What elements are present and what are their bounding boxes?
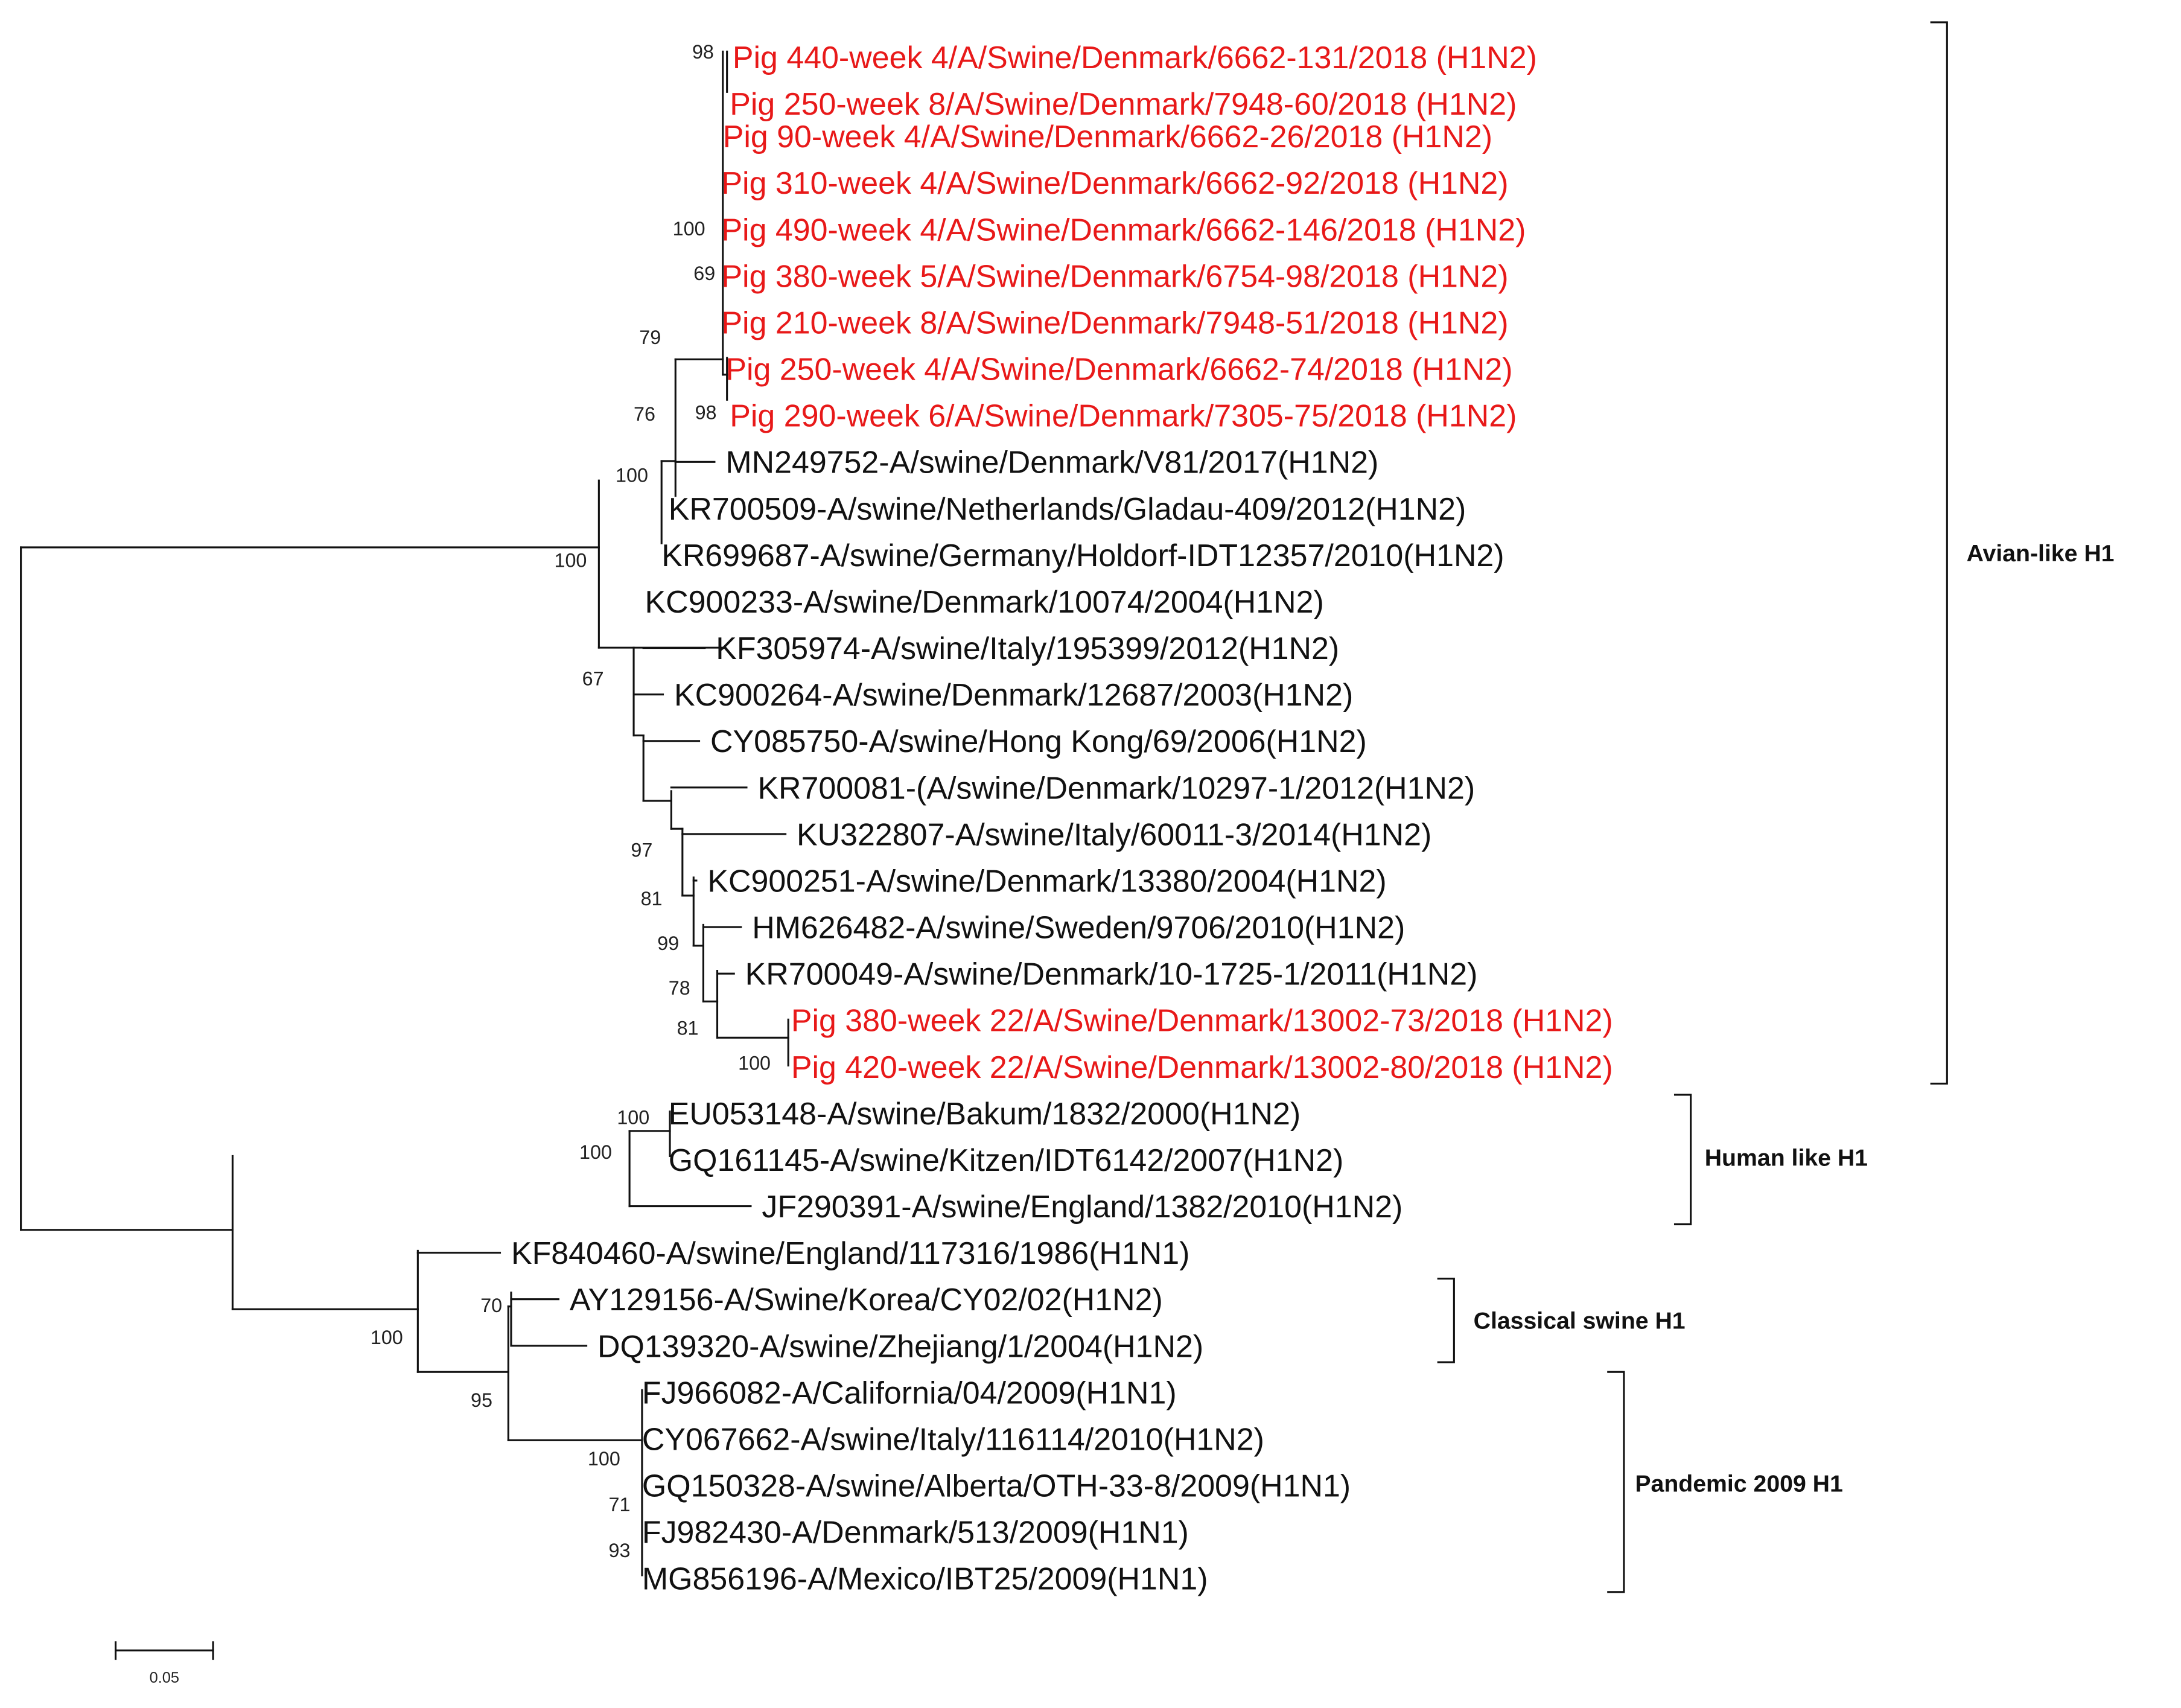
reference-taxon-label: MN249752-A/swine/Denmark/V81/2017(H1N2) bbox=[725, 445, 1378, 480]
reference-taxon-label: KC900233-A/swine/Denmark/10074/2004(H1N2… bbox=[645, 585, 1324, 620]
bootstrap-value: 67 bbox=[582, 668, 604, 689]
reference-taxon-label: HM626482-A/swine/Sweden/9706/2010(H1N2) bbox=[752, 911, 1405, 946]
bootstrap-value: 78 bbox=[669, 977, 690, 999]
bootstrap-value: 81 bbox=[641, 888, 663, 910]
bootstrap-value: 97 bbox=[631, 839, 652, 861]
reference-taxon-label: KF840460-A/swine/England/117316/1986(H1N… bbox=[511, 1236, 1189, 1271]
bootstrap-value: 70 bbox=[480, 1295, 502, 1316]
bootstrap-value: 100 bbox=[673, 218, 705, 240]
scale-bar: 0.05 bbox=[114, 1641, 214, 1686]
reference-taxon-label: KR700081-(A/swine/Denmark/10297-1/2012(H… bbox=[757, 771, 1475, 806]
taxon-labels: Pig 440-week 4/A/Swine/Denmark/6662-131/… bbox=[511, 40, 1613, 1597]
reference-taxon-label: KC900251-A/swine/Denmark/13380/2004(H1N2… bbox=[707, 864, 1386, 899]
clade-label-pandemic-2009: Pandemic 2009 H1 bbox=[1635, 1471, 1842, 1497]
bootstrap-value: 93 bbox=[609, 1540, 631, 1561]
clade-label-human-like: Human like H1 bbox=[1705, 1145, 1868, 1171]
sample-taxon-label: Pig 490-week 4/A/Swine/Denmark/6662-146/… bbox=[721, 212, 1526, 247]
reference-taxon-label: GQ161145-A/swine/Kitzen/IDT6142/2007(H1N… bbox=[669, 1143, 1344, 1178]
sample-taxon-label: Pig 380-week 5/A/Swine/Denmark/6754-98/2… bbox=[721, 259, 1508, 294]
sample-taxon-label: Pig 290-week 6/A/Swine/Denmark/7305-75/2… bbox=[730, 399, 1517, 434]
bootstrap-value: 100 bbox=[579, 1141, 612, 1163]
reference-taxon-label: EU053148-A/swine/Bakum/1832/2000(H1N2) bbox=[669, 1097, 1301, 1132]
reference-taxon-label: KU322807-A/swine/Italy/60011-3/2014(H1N2… bbox=[797, 817, 1431, 852]
bootstrap-value: 79 bbox=[639, 327, 661, 348]
bootstrap-value: 100 bbox=[616, 464, 648, 486]
reference-taxon-label: CY085750-A/swine/Hong Kong/69/2006(H1N2) bbox=[710, 724, 1367, 759]
reference-taxon-label: FJ966082-A/California/04/2009(H1N1) bbox=[642, 1375, 1177, 1410]
bootstrap-value: 81 bbox=[677, 1018, 699, 1039]
reference-taxon-label: FJ982430-A/Denmark/513/2009(H1N1) bbox=[642, 1515, 1189, 1550]
bootstrap-value: 71 bbox=[609, 1494, 631, 1515]
reference-taxon-label: CY067662-A/swine/Italy/116114/2010(H1N2) bbox=[642, 1422, 1264, 1457]
reference-taxon-label: KC900264-A/swine/Denmark/12687/2003(H1N2… bbox=[674, 678, 1353, 713]
reference-taxon-label: MG856196-A/Mexico/IBT25/2009(H1N1) bbox=[642, 1562, 1208, 1597]
bootstrap-value: 98 bbox=[695, 402, 717, 424]
bootstrap-value: 99 bbox=[657, 932, 679, 954]
clade-bracket-human-like bbox=[1673, 1094, 1692, 1226]
reference-taxon-label: AY129156-A/Swine/Korea/CY02/02(H1N2) bbox=[570, 1283, 1163, 1318]
sample-taxon-label: Pig 90-week 4/A/Swine/Denmark/6662-26/20… bbox=[723, 119, 1492, 155]
reference-taxon-label: KR699687-A/swine/Germany/Holdorf-IDT1235… bbox=[661, 538, 1504, 573]
reference-taxon-label: GQ150328-A/swine/Alberta/OTH-33-8/2009(H… bbox=[642, 1469, 1351, 1504]
bootstrap-value: 76 bbox=[634, 403, 655, 425]
reference-taxon-label: KR700049-A/swine/Denmark/10-1725-1/2011(… bbox=[745, 957, 1478, 992]
sample-taxon-label: Pig 250-week 8/A/Swine/Denmark/7948-60/2… bbox=[730, 87, 1517, 122]
clade-brackets: Avian-like H1 Human like H1 Classical sw… bbox=[1437, 21, 2115, 1593]
clade-label-avian-like: Avian-like H1 bbox=[1967, 540, 2115, 567]
bootstrap-value: 69 bbox=[693, 263, 715, 284]
bootstrap-value: 100 bbox=[555, 549, 587, 571]
bootstrap-value: 98 bbox=[692, 41, 714, 63]
sample-taxon-label: Pig 250-week 4/A/Swine/Denmark/6662-74/2… bbox=[725, 352, 1512, 387]
sample-taxon-label: Pig 420-week 22/A/Swine/Denmark/13002-80… bbox=[791, 1050, 1613, 1085]
reference-taxon-label: JF290391-A/swine/England/1382/2010(H1N2) bbox=[762, 1190, 1403, 1225]
clade-label-classical-swine: Classical swine H1 bbox=[1474, 1308, 1686, 1334]
bootstrap-value: 95 bbox=[471, 1389, 492, 1411]
sample-taxon-label: Pig 210-week 8/A/Swine/Denmark/7948-51/2… bbox=[721, 305, 1508, 340]
clade-bracket-classical-swine bbox=[1437, 1278, 1455, 1363]
tree-branches bbox=[20, 50, 789, 1576]
sample-taxon-label: Pig 310-week 4/A/Swine/Denmark/6662-92/2… bbox=[721, 166, 1508, 201]
reference-taxon-label: DQ139320-A/swine/Zhejiang/1/2004(H1N2) bbox=[597, 1329, 1203, 1364]
bootstrap-value: 100 bbox=[738, 1052, 771, 1074]
reference-taxon-label: KR700509-A/swine/Netherlands/Gladau-409/… bbox=[669, 492, 1466, 527]
scale-bar-label: 0.05 bbox=[150, 1669, 179, 1686]
bootstrap-value: 100 bbox=[588, 1448, 620, 1470]
clade-bracket-pandemic-2009 bbox=[1607, 1371, 1625, 1593]
sample-taxon-label: Pig 440-week 4/A/Swine/Denmark/6662-131/… bbox=[733, 40, 1537, 75]
bootstrap-value: 100 bbox=[617, 1106, 649, 1128]
reference-taxon-label: KF305974-A/swine/Italy/195399/2012(H1N2) bbox=[716, 631, 1339, 666]
sample-taxon-label: Pig 380-week 22/A/Swine/Denmark/13002-73… bbox=[791, 1004, 1613, 1039]
clade-bracket-avian-like bbox=[1930, 21, 1948, 1085]
bootstrap-value: 100 bbox=[371, 1327, 403, 1348]
